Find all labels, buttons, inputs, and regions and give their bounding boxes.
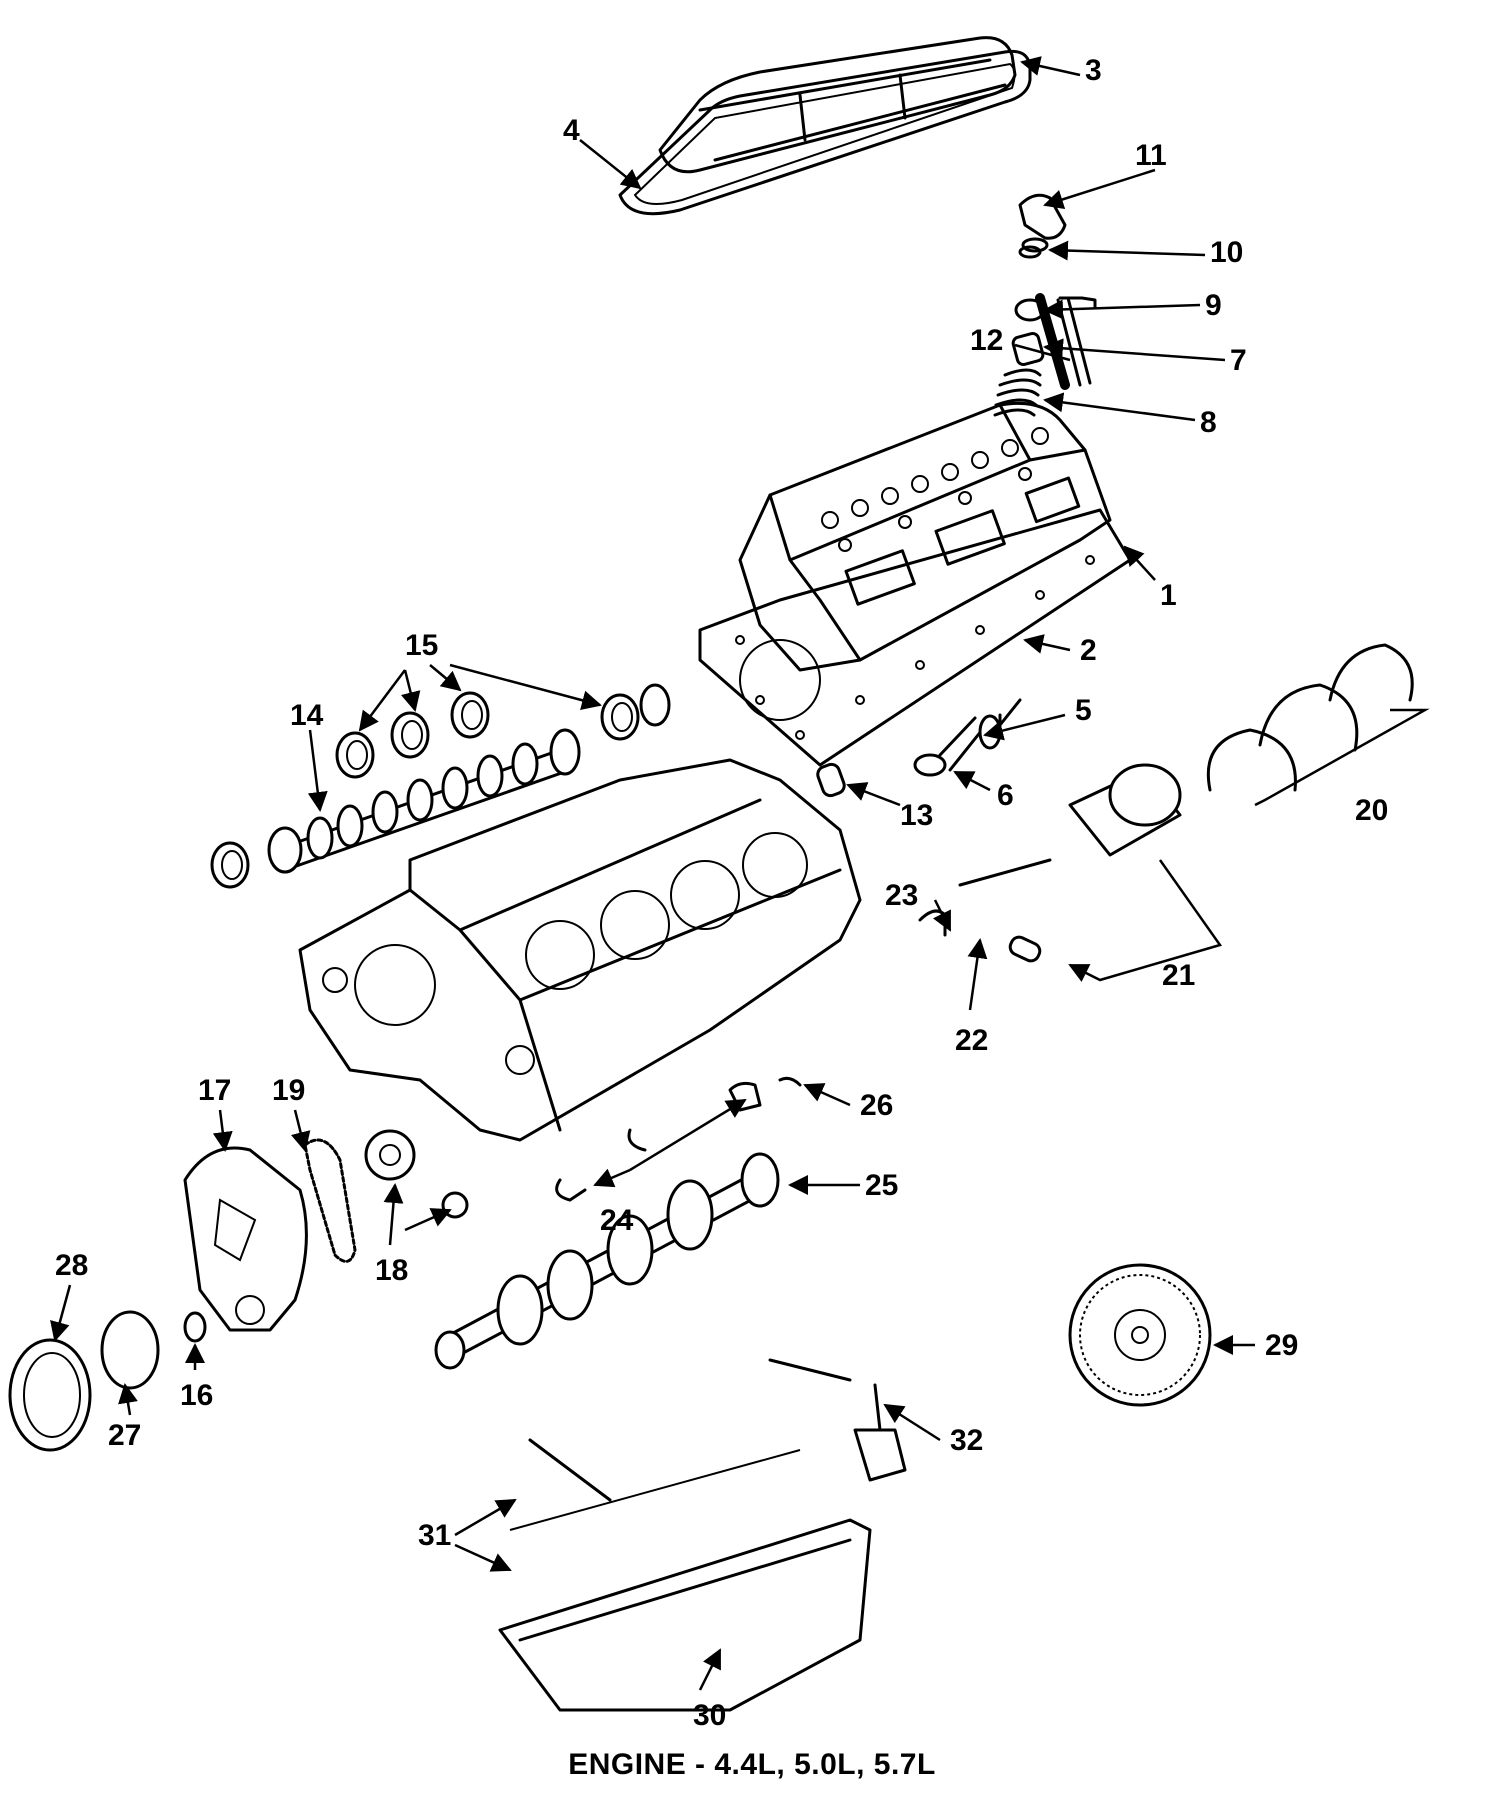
callout-28: 28 — [55, 1249, 88, 1282]
callout-10: 10 — [1210, 236, 1243, 269]
damper-and-pulley — [8, 1310, 207, 1452]
callout-29: 29 — [1265, 1329, 1298, 1362]
callout-4: 4 — [563, 114, 580, 147]
callout-labels: 1 2 3 4 5 6 7 8 9 10 11 12 13 14 15 16 1… — [55, 54, 1388, 1732]
callout-17: 17 — [198, 1074, 231, 1107]
leader-lines — [50, 56, 1430, 1691]
callout-27: 27 — [108, 1419, 141, 1452]
timing-gears — [364, 1129, 469, 1219]
pistons-and-rods — [918, 763, 1182, 963]
valves — [913, 698, 1022, 777]
crankshaft — [434, 1152, 780, 1370]
engine-block — [298, 758, 862, 1142]
valve-keepers — [1018, 237, 1049, 259]
valve-spring — [993, 368, 1042, 417]
callout-26: 26 — [860, 1089, 893, 1122]
callout-2: 2 — [1080, 634, 1097, 667]
oil-pump — [853, 1383, 907, 1482]
flywheel — [1068, 1263, 1212, 1407]
callout-15: 15 — [405, 629, 438, 662]
callout-8: 8 — [1200, 406, 1217, 439]
callout-14: 14 — [290, 699, 324, 732]
callout-20: 20 — [1355, 794, 1388, 827]
timing-cover — [183, 1146, 308, 1332]
callout-12: 12 — [970, 324, 1003, 357]
cylinder-head — [738, 401, 1112, 672]
callout-25: 25 — [865, 1169, 898, 1202]
callout-9: 9 — [1205, 289, 1222, 322]
oil-pan — [498, 1358, 872, 1712]
valve-cover — [658, 36, 1017, 174]
timing-chain — [303, 1138, 357, 1263]
camshaft — [267, 728, 581, 874]
diagram-caption: ENGINE - 4.4L, 5.0L, 5.7L — [568, 1748, 936, 1781]
callout-22: 22 — [955, 1024, 988, 1057]
callout-6: 6 — [997, 779, 1014, 812]
valve-lifter — [816, 762, 846, 798]
callout-31: 31 — [418, 1519, 451, 1552]
cam-bearings — [210, 683, 671, 889]
callout-32: 32 — [950, 1424, 983, 1457]
piston-rings — [1206, 643, 1414, 792]
callout-16: 16 — [180, 1379, 213, 1412]
callout-18: 18 — [375, 1254, 408, 1287]
callout-13: 13 — [900, 799, 933, 832]
callout-24: 24 — [600, 1204, 634, 1237]
callout-11: 11 — [1135, 139, 1167, 172]
callout-21: 21 — [1162, 959, 1195, 992]
callout-5: 5 — [1075, 694, 1092, 727]
callout-1: 1 — [1160, 579, 1177, 612]
callout-7: 7 — [1230, 344, 1247, 377]
callout-19: 19 — [272, 1074, 305, 1107]
callout-23: 23 — [885, 879, 918, 912]
callout-3: 3 — [1085, 54, 1102, 87]
callout-30: 30 — [693, 1699, 726, 1732]
